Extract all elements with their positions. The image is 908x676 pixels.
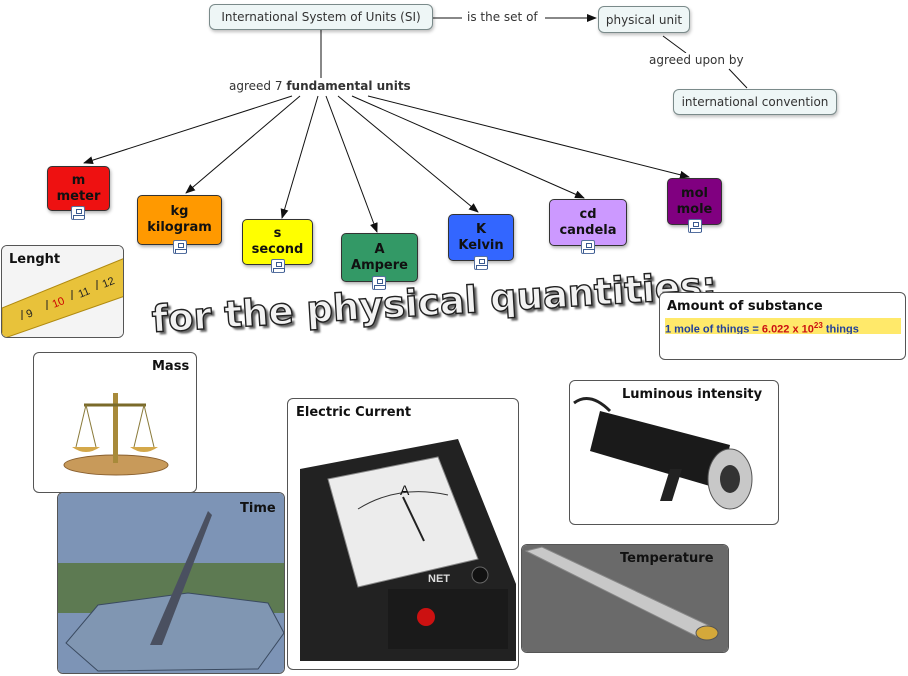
unit-second-name: second — [251, 242, 304, 257]
physical-unit-label: physical unit — [605, 12, 683, 27]
electric-current-label: Electric Current — [296, 405, 412, 420]
ruler-label: 11 — [77, 285, 92, 300]
submap-icon[interactable] — [372, 276, 386, 290]
card-time[interactable]: Time — [57, 492, 285, 674]
ammeter-image: A NET — [300, 439, 516, 661]
submap-icon[interactable] — [271, 259, 285, 273]
meter-scale-label: A — [400, 482, 410, 498]
unit-candela-symbol: cd — [579, 206, 597, 222]
submap-icon[interactable] — [173, 240, 187, 254]
sundial-image — [58, 493, 284, 673]
submap-icon[interactable] — [71, 206, 85, 220]
link-fundamental-prefix: agreed 7 — [229, 79, 283, 93]
unit-candela-name: candela — [559, 222, 617, 238]
unit-ampere[interactable]: A Ampere — [341, 233, 418, 282]
unit-meter-name: meter — [56, 188, 101, 204]
ruler-label: 10 — [51, 295, 67, 311]
unit-meter[interactable]: m meter — [47, 166, 110, 211]
unit-meter-symbol: m — [71, 172, 86, 188]
card-luminous-intensity[interactable]: Luminous intensity — [569, 380, 779, 525]
mole-formula-strip: 1 mole of things = 6.022 x 1023 things — [665, 318, 901, 334]
international-convention-concept[interactable]: international convention — [673, 89, 837, 115]
mass-label: Mass — [152, 359, 190, 374]
link-fundamental-bold: fundamental units — [286, 79, 411, 93]
length-label: Lenght — [9, 252, 61, 267]
unit-kilogram-name: kilogram — [147, 220, 212, 235]
balance-scale-image — [63, 393, 169, 476]
amount-of-substance-label: Amount of substance — [667, 299, 823, 314]
unit-kelvin-symbol: K — [475, 221, 487, 237]
mole-formula-number: 6.022 x 10 — [761, 323, 814, 334]
submap-icon[interactable] — [581, 240, 595, 254]
ruler-label: 12 — [101, 275, 117, 291]
si-label: International System of Units (SI) — [221, 10, 421, 24]
si-concept[interactable]: International System of Units (SI) — [209, 4, 433, 30]
mole-formula-lead: 1 mole of things = — [665, 323, 759, 334]
unit-kelvin-name: Kelvin — [458, 237, 504, 253]
ruler-image: 9 10 11 12 — [2, 246, 123, 337]
unit-second[interactable]: s second — [242, 219, 313, 265]
submap-icon[interactable] — [688, 219, 702, 233]
submap-icon[interactable] — [474, 256, 488, 270]
card-mass[interactable]: Mass — [33, 352, 197, 493]
link-agreed-upon-by: agreed upon by — [649, 53, 744, 67]
unit-kilogram-symbol: kg — [170, 204, 189, 219]
unit-candela[interactable]: cd candela — [549, 199, 627, 246]
unit-mole[interactable]: mol mole — [667, 178, 722, 225]
unit-mole-symbol: mol — [681, 185, 708, 201]
unit-mole-name: mole — [676, 201, 713, 217]
unit-ampere-symbol: A — [374, 241, 385, 257]
mole-formula-tail: things — [825, 323, 859, 334]
card-electric-current[interactable]: A NET Electric Current — [287, 398, 519, 670]
temperature-label: Temperature — [620, 551, 714, 566]
card-temperature[interactable]: Temperature — [521, 544, 729, 653]
unit-kelvin[interactable]: K Kelvin — [448, 214, 514, 261]
link-fundamental-units: agreed 7 fundamental units — [229, 79, 411, 93]
mole-formula-exponent: 23 — [813, 321, 823, 330]
card-length[interactable]: 9 10 11 12 Lenght — [1, 245, 124, 338]
international-convention-label: international convention — [681, 95, 829, 109]
meter-brand-label: NET — [428, 573, 450, 585]
unit-ampere-name: Ampere — [351, 257, 408, 273]
physical-unit-concept[interactable]: physical unit — [598, 6, 690, 33]
light-sensor-image — [573, 397, 753, 510]
link-is-set-of: is the set of — [467, 10, 538, 24]
ruler-label: 9 — [25, 307, 35, 320]
unit-kilogram[interactable]: kg kilogram — [137, 195, 222, 245]
unit-second-symbol: s — [273, 226, 282, 241]
card-amount-of-substance[interactable]: Amount of substance 1 mole of things = 6… — [659, 292, 906, 360]
thermometer-image — [522, 545, 728, 652]
time-label: Time — [240, 501, 276, 516]
luminous-intensity-label: Luminous intensity — [622, 387, 763, 402]
